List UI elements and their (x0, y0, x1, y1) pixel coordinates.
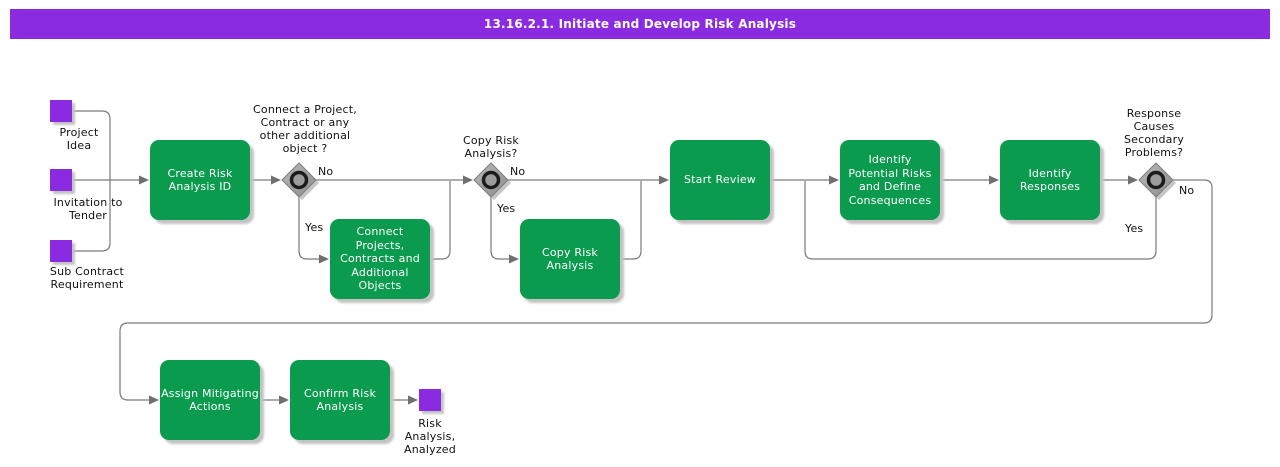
connector-decision2-yes (490, 197, 509, 260)
connector-start-events-trunk (72, 110, 111, 252)
branch-label-no: No (510, 165, 526, 178)
decision-gateway-icon (1146, 170, 1166, 190)
task-identify-potential-risks[interactable]: Identify Potential Risks and Define Cons… (840, 140, 940, 220)
arrowheads (139, 175, 1138, 405)
connector-connect-objects-return (430, 181, 451, 260)
branch-label-no: No (318, 165, 334, 178)
task-connect-projects-contracts-objects[interactable]: Connect Projects, Contracts and Addition… (330, 219, 430, 299)
task-identify-responses[interactable]: Identify Responses (1000, 140, 1100, 220)
task-create-risk-analysis-id[interactable]: Create Risk Analysis ID (150, 140, 250, 220)
start-event-sub-contract-requirement[interactable] (50, 240, 72, 262)
start-event-invitation-to-tender[interactable] (50, 169, 72, 191)
decision-copy-risk-analysis[interactable] (473, 162, 511, 200)
task-start-review[interactable]: Start Review (670, 140, 770, 220)
start-event-project-idea[interactable] (50, 100, 72, 122)
end-event-label: Risk Analysis, Analyzed (404, 417, 456, 456)
decision-question: Response Causes Secondary Problems? (1123, 107, 1185, 159)
task-copy-risk-analysis[interactable]: Copy Risk Analysis (520, 219, 620, 299)
branch-label-yes: Yes (305, 221, 324, 234)
start-event-label: Invitation to Tender (53, 196, 123, 222)
end-event-risk-analysis-analyzed[interactable] (419, 389, 441, 411)
task-confirm-risk-analysis[interactable]: Confirm Risk Analysis (290, 360, 390, 440)
decision-connect-additional-objects[interactable] (281, 162, 319, 200)
diagram-title: 13.16.2.1. Initiate and Develop Risk Ana… (483, 17, 797, 31)
decision-gateway-icon (481, 170, 501, 190)
branch-label-no: No (1179, 184, 1195, 197)
connector-decision3-no-to-assign (119, 179, 1213, 401)
decision-response-secondary-problems[interactable] (1138, 162, 1176, 200)
decision-gateway-icon (289, 170, 309, 190)
decision-question: Connect a Project, Contract or any other… (253, 103, 357, 155)
connector-decision1-yes (298, 197, 319, 260)
connector-decision3-yes-loop (804, 181, 1157, 260)
start-event-label: Project Idea (59, 126, 99, 152)
task-assign-mitigating-actions[interactable]: Assign Mitigating Actions (160, 360, 260, 440)
connector-copy-analysis-return (620, 181, 642, 260)
start-event-label: Sub Contract Requirement (49, 265, 125, 291)
decision-question: Copy Risk Analysis? (463, 134, 519, 160)
diagram-title-bar: 13.16.2.1. Initiate and Develop Risk Ana… (10, 9, 1270, 39)
branch-label-yes: Yes (1125, 222, 1144, 235)
branch-label-yes: Yes (497, 202, 516, 215)
